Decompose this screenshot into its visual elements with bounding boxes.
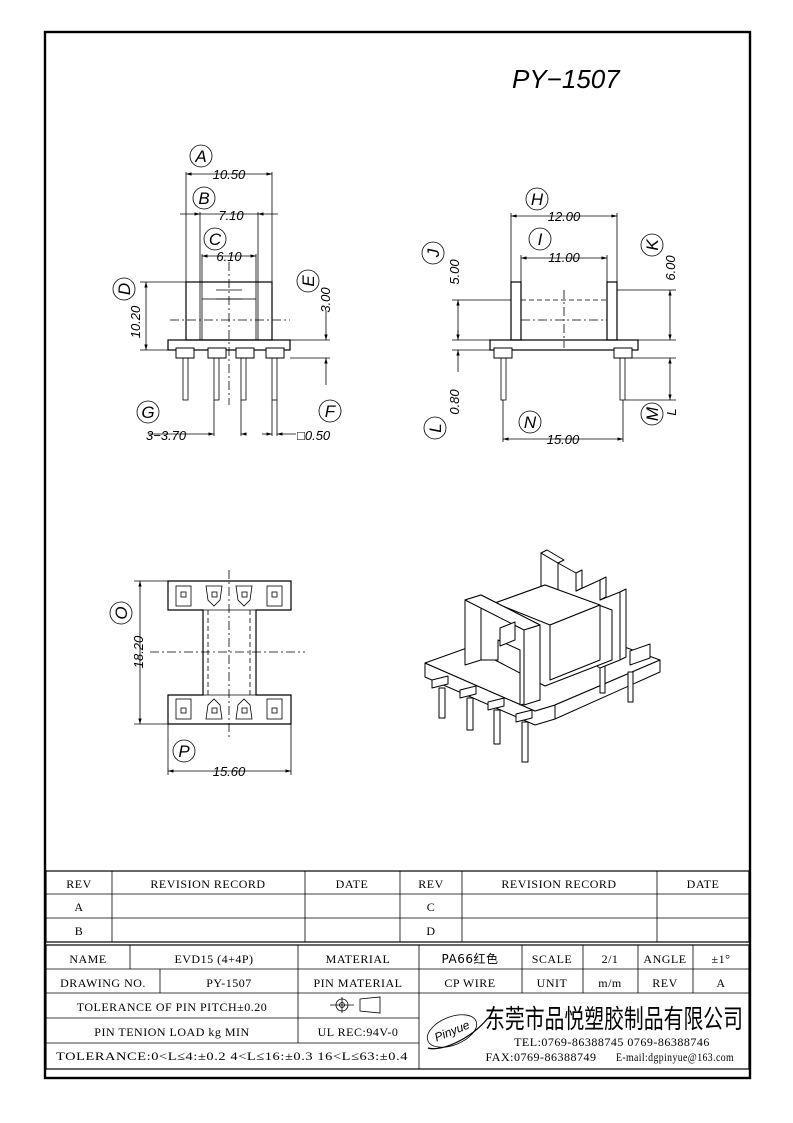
- callout-D: D: [112, 277, 136, 301]
- tolerance-general: TOLERANCE:0<L≤4:±0.2 4<L≤16:±0.3 16<L≤63…: [56, 1049, 408, 1063]
- dim-E: 3.00: [318, 287, 333, 313]
- dim-D: 10.20: [128, 305, 143, 338]
- unit-label: UNIT: [537, 976, 568, 990]
- rev-header-1: REV: [66, 877, 92, 891]
- callout-J: J: [421, 241, 445, 265]
- svg-text:K: K: [643, 239, 662, 251]
- dim-K: 6.00: [663, 255, 678, 281]
- callout-E: E: [296, 269, 320, 293]
- svg-text:E: E: [299, 275, 318, 287]
- callout-A: A: [189, 144, 213, 168]
- name-label: NAME: [69, 952, 106, 966]
- dim-N: 15.00: [547, 432, 580, 447]
- svg-text:C: C: [209, 230, 222, 249]
- side-view: [452, 213, 676, 442]
- angle-label: ANGLE: [643, 952, 686, 966]
- rev-b: B: [75, 924, 84, 938]
- callout-L: L: [423, 416, 447, 440]
- callout-O: O: [109, 601, 133, 625]
- callout-H: H: [525, 187, 549, 211]
- scale-value: 2/1: [602, 952, 619, 966]
- svg-text:G: G: [141, 403, 154, 422]
- rev-label: REV: [652, 976, 678, 990]
- callout-M: M: [640, 402, 664, 426]
- svg-text:J: J: [424, 248, 443, 258]
- rev-value: A: [716, 976, 725, 990]
- svg-text:M: M: [643, 406, 662, 421]
- scale-label: SCALE: [532, 952, 573, 966]
- svg-text:L: L: [426, 423, 445, 432]
- company-tel: TEL:0769-86388745 0769-86388746: [514, 1035, 710, 1049]
- dim-O: 18.20: [131, 635, 146, 668]
- svg-text:F: F: [325, 402, 337, 421]
- revision-record-header-2: REVISION RECORD: [501, 877, 616, 891]
- unit-value: m/m: [598, 976, 622, 990]
- drawing-no-label: DRAWING NO.: [60, 976, 146, 990]
- pin-tension: PIN TENION LOAD kg MIN: [94, 1025, 249, 1039]
- rev-a: A: [74, 900, 83, 914]
- dim-P: 15.60: [213, 764, 246, 779]
- revision-table: [45, 870, 750, 943]
- svg-text:D: D: [115, 283, 134, 295]
- company-name: 东莞市品悦塑胶制品有限公司: [485, 1005, 743, 1035]
- svg-text:B: B: [198, 189, 209, 208]
- title-block: [45, 944, 750, 1070]
- callout-P: P: [172, 739, 196, 763]
- dim-L: 0.80: [447, 389, 462, 415]
- revision-record-header-1: REVISION RECORD: [150, 877, 265, 891]
- tolerance-pitch: TOLERANCE OF PIN PITCH±0.20: [77, 1000, 268, 1014]
- name-value: EVD15 (4+4P): [174, 952, 253, 966]
- dim-J: 5.00: [447, 259, 462, 285]
- svg-text:A: A: [194, 147, 206, 166]
- svg-text:P: P: [178, 742, 190, 761]
- dim-A: 10.50: [213, 167, 246, 182]
- dim-H: 12.00: [548, 209, 581, 224]
- part-number: PY−1507: [512, 64, 621, 94]
- dim-I: 11.00: [548, 250, 580, 265]
- rev-c: C: [427, 900, 436, 914]
- pin-material-value: CP WIRE: [444, 976, 495, 990]
- material-value: PA66红色: [442, 951, 499, 966]
- dim-B: 7.10: [218, 208, 244, 223]
- rev-header-2: REV: [418, 877, 444, 891]
- date-header-2: DATE: [687, 877, 720, 891]
- callout-C: C: [203, 227, 227, 251]
- callout-N: N: [518, 410, 542, 434]
- company-fax: FAX:0769-86388749: [486, 1050, 597, 1064]
- company-logo: Pinyue: [432, 1018, 472, 1045]
- callout-K: K: [640, 233, 664, 257]
- drawing-no-value: PY-1507: [206, 976, 252, 990]
- callout-B: B: [192, 186, 216, 210]
- isometric-view: [424, 549, 661, 763]
- svg-text:I: I: [538, 230, 543, 249]
- callout-I: I: [528, 227, 552, 251]
- date-header-1: DATE: [336, 877, 369, 891]
- pin-material-label: PIN MATERIAL: [314, 976, 403, 990]
- bottom-view: [134, 570, 305, 775]
- dim-C: 6.10: [216, 249, 242, 264]
- callout-G: G: [136, 400, 160, 424]
- dim-M: L: [664, 408, 679, 415]
- front-view: [140, 172, 330, 436]
- svg-text:H: H: [531, 190, 544, 209]
- sheet-border: [43, 30, 752, 1080]
- company-email: E-mail:dgpinyue@163.com: [616, 1050, 734, 1064]
- dim-G: 3−3.70: [146, 428, 187, 443]
- ul-rec: UL REC:94V-0: [318, 1025, 399, 1039]
- svg-text:O: O: [112, 606, 131, 619]
- dim-F: □0.50: [297, 428, 331, 443]
- material-label: MATERIAL: [326, 952, 391, 966]
- rev-d: D: [426, 924, 435, 938]
- svg-text:N: N: [524, 413, 537, 432]
- angle-value: ±1°: [712, 952, 731, 966]
- callout-F: F: [318, 399, 342, 423]
